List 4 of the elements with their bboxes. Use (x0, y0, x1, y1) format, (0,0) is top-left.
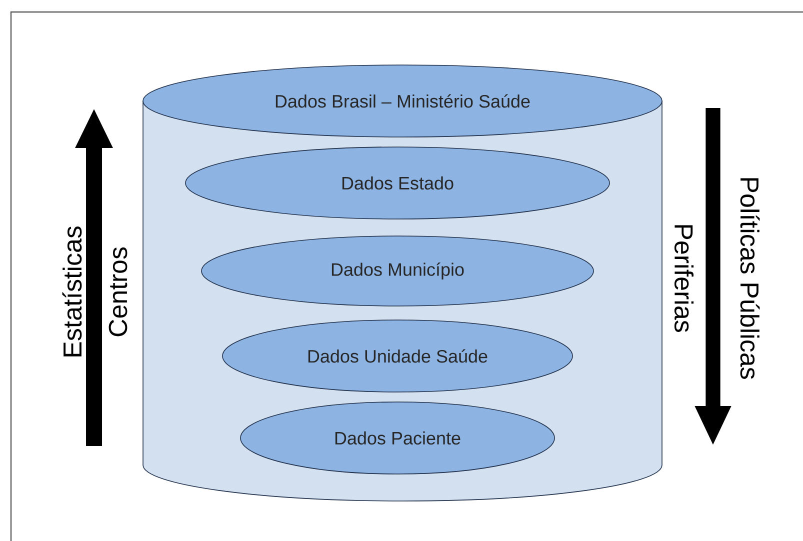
arrow-label: Políticas Públicas (740, 178, 760, 379)
arrow-label: Periferias (674, 225, 694, 332)
arrow-label: Centros (108, 247, 128, 336)
arrow-label: Estatísticas (62, 226, 82, 356)
